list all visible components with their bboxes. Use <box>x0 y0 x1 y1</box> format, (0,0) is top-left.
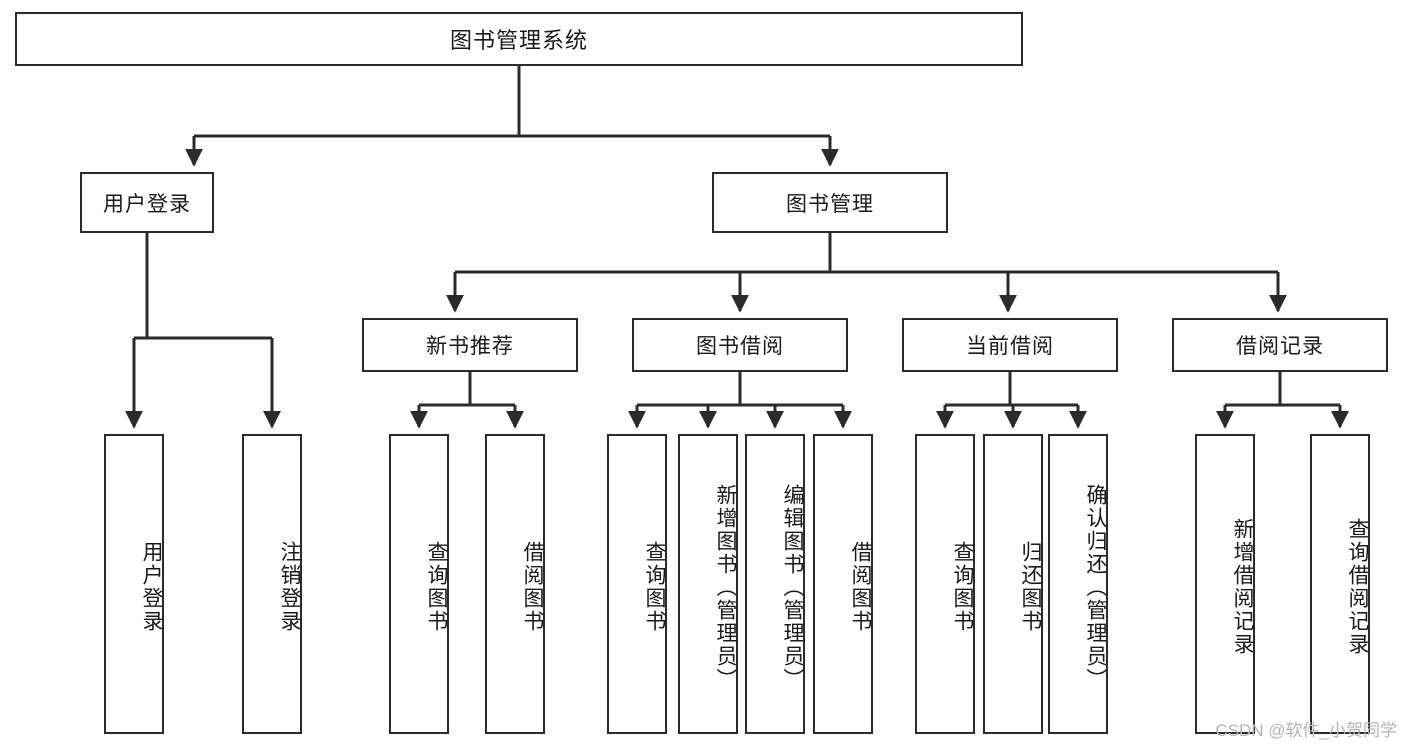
node-new-book-recommend[interactable]: 新书推荐 <box>362 318 578 372</box>
node-root[interactable]: 图书管理系统 <box>15 12 1023 66</box>
node-user-login[interactable]: 用户登录 <box>80 172 214 233</box>
leaf-newbook-query-book-label: 查询图书 <box>425 541 448 633</box>
leaf-user-logout-label: 注销登录 <box>278 541 301 633</box>
node-new-book-recommend-label: 新书推荐 <box>426 335 514 358</box>
node-borrow-record-label: 借阅记录 <box>1236 335 1324 358</box>
leaf-borrow-edit-book-admin-label: 编辑图书（管理员） <box>781 483 804 691</box>
leaf-user-login[interactable]: 用户登录 <box>104 434 164 734</box>
node-book-management[interactable]: 图书管理 <box>712 172 948 233</box>
leaf-newbook-query-book[interactable]: 查询图书 <box>389 434 449 734</box>
leaf-current-query-book-label: 查询图书 <box>951 541 974 633</box>
leaf-borrow-borrow-book[interactable]: 借阅图书 <box>813 434 873 734</box>
leaf-current-query-book[interactable]: 查询图书 <box>915 434 975 734</box>
leaf-record-query-record-label: 查询借阅记录 <box>1346 518 1369 656</box>
node-user-login-label: 用户登录 <box>103 192 191 216</box>
leaf-record-add-record-label: 新增借阅记录 <box>1231 518 1254 656</box>
node-book-borrow-label: 图书借阅 <box>696 335 784 358</box>
leaf-current-confirm-return-admin-label: 确认归还（管理员） <box>1084 483 1107 691</box>
leaf-current-return-book-label: 归还图书 <box>1019 541 1042 633</box>
leaf-borrow-add-book-admin-label: 新增图书（管理员） <box>714 483 737 691</box>
leaf-newbook-borrow-book-label: 借阅图书 <box>521 541 544 633</box>
node-current-borrow[interactable]: 当前借阅 <box>902 318 1118 372</box>
leaf-borrow-query-book[interactable]: 查询图书 <box>607 434 667 734</box>
leaf-borrow-query-book-label: 查询图书 <box>643 541 666 633</box>
leaf-record-query-record[interactable]: 查询借阅记录 <box>1310 434 1370 734</box>
leaf-borrow-add-book-admin[interactable]: 新增图书（管理员） <box>678 434 738 734</box>
node-current-borrow-label: 当前借阅 <box>966 335 1054 358</box>
leaf-newbook-borrow-book[interactable]: 借阅图书 <box>485 434 545 734</box>
node-book-management-label: 图书管理 <box>786 192 874 216</box>
leaf-user-logout[interactable]: 注销登录 <box>242 434 302 734</box>
leaf-borrow-borrow-book-label: 借阅图书 <box>849 541 872 633</box>
leaf-borrow-edit-book-admin[interactable]: 编辑图书（管理员） <box>745 434 805 734</box>
leaf-record-add-record[interactable]: 新增借阅记录 <box>1195 434 1255 734</box>
node-borrow-record[interactable]: 借阅记录 <box>1172 318 1388 372</box>
node-book-borrow[interactable]: 图书借阅 <box>632 318 848 372</box>
leaf-current-return-book[interactable]: 归还图书 <box>983 434 1043 734</box>
node-root-label: 图书管理系统 <box>449 28 588 53</box>
leaf-user-login-label: 用户登录 <box>140 541 163 633</box>
leaf-current-confirm-return-admin[interactable]: 确认归还（管理员） <box>1048 434 1108 734</box>
